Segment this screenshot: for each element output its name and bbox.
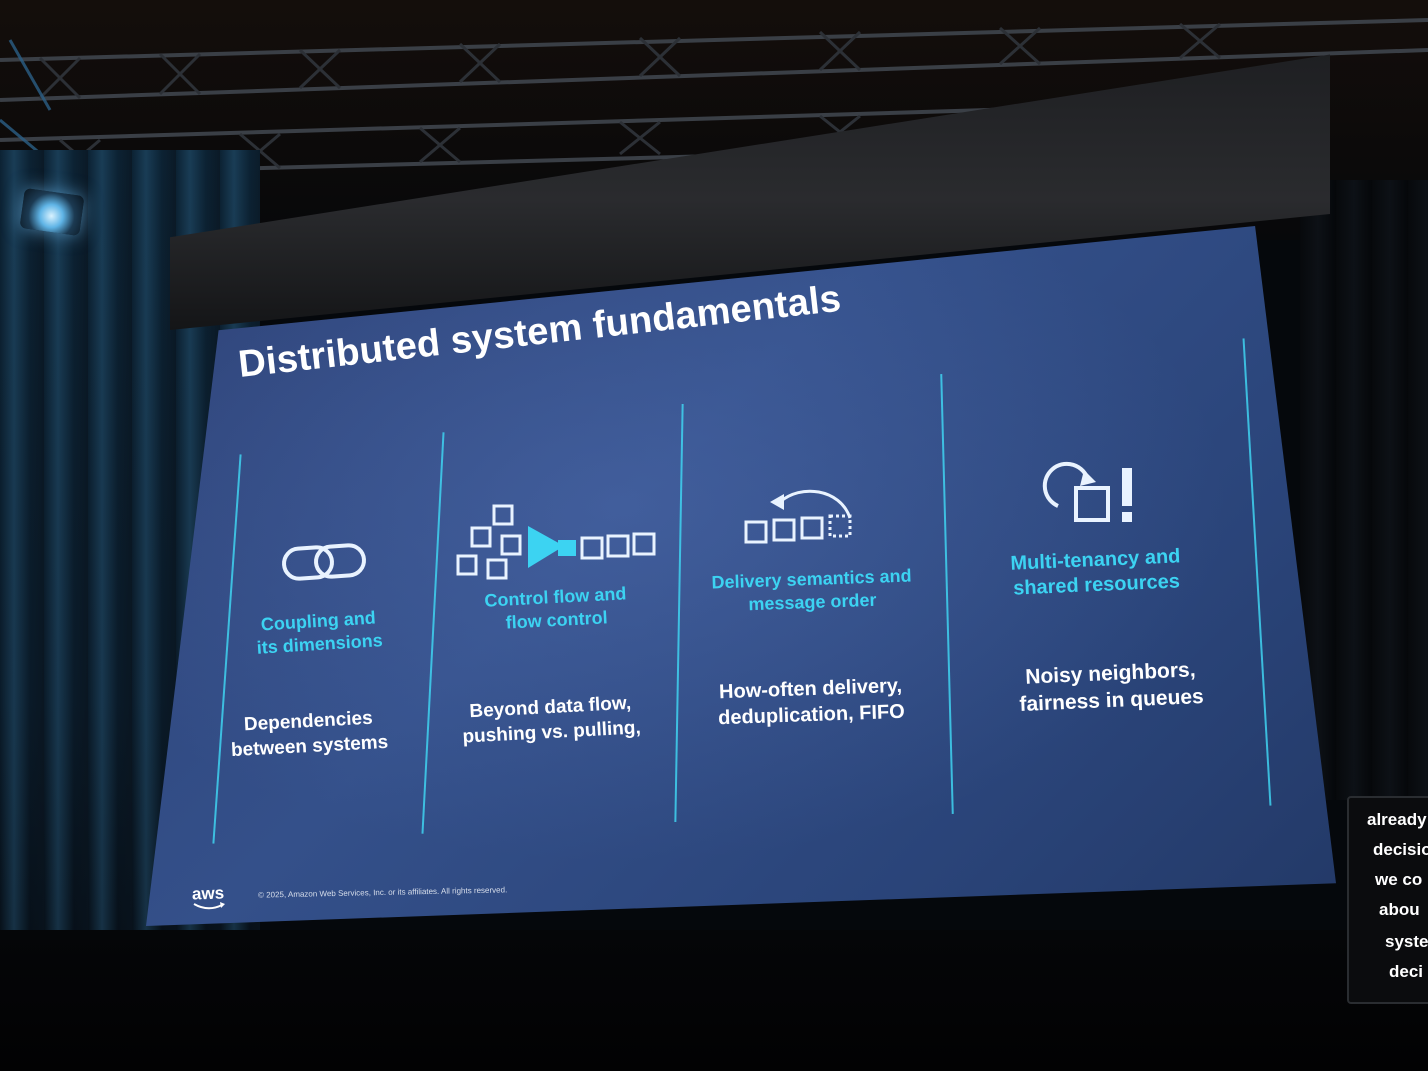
caption-line: decisio (1373, 840, 1428, 859)
aws-smile-icon (193, 902, 225, 910)
column-divider (674, 404, 684, 822)
control-flow-heading: Control flow and flow control (483, 583, 627, 633)
caption-line: already (1367, 810, 1427, 829)
delivery-semantics-description: How-often delivery, deduplication, FIFO (717, 674, 906, 730)
projected-slide: Distributed system fundamentals Coupling… (146, 226, 1336, 926)
column-divider (940, 374, 954, 814)
multi-tenancy-description: Noisy neighbors, fairness in queues (1018, 658, 1205, 717)
funnel-queue-icon (456, 504, 656, 580)
stage-spotlight (19, 188, 85, 236)
column-divider (212, 454, 242, 844)
stage-floor (0, 930, 1428, 1071)
message-reorder-icon (744, 489, 852, 544)
delivery-semantics-heading: Delivery semantics and message order (711, 565, 912, 614)
multi-tenancy-heading: Multi-tenancy and shared resources (1010, 545, 1181, 600)
column-divider (1242, 338, 1272, 806)
right-curtain (1300, 180, 1428, 800)
coupling-heading: Coupling and its dimensions (256, 607, 384, 658)
caption-line: abou (1379, 900, 1420, 919)
control-flow-description: Beyond data flow, pushing vs. pulling, (461, 692, 642, 748)
copyright-notice: © 2025, Amazon Web Services, Inc. or its… (257, 885, 508, 900)
chain-link-icon (282, 543, 366, 581)
caption-line: we co (1375, 870, 1423, 889)
coupling-description: Dependencies between systems (230, 707, 389, 761)
caption-monitor: already decisio we co abou syste deci (1347, 796, 1428, 1004)
cycle-alert-icon (1042, 461, 1132, 522)
caption-line: deci (1389, 962, 1424, 981)
column-divider (421, 432, 445, 834)
caption-line: syste (1385, 932, 1428, 951)
